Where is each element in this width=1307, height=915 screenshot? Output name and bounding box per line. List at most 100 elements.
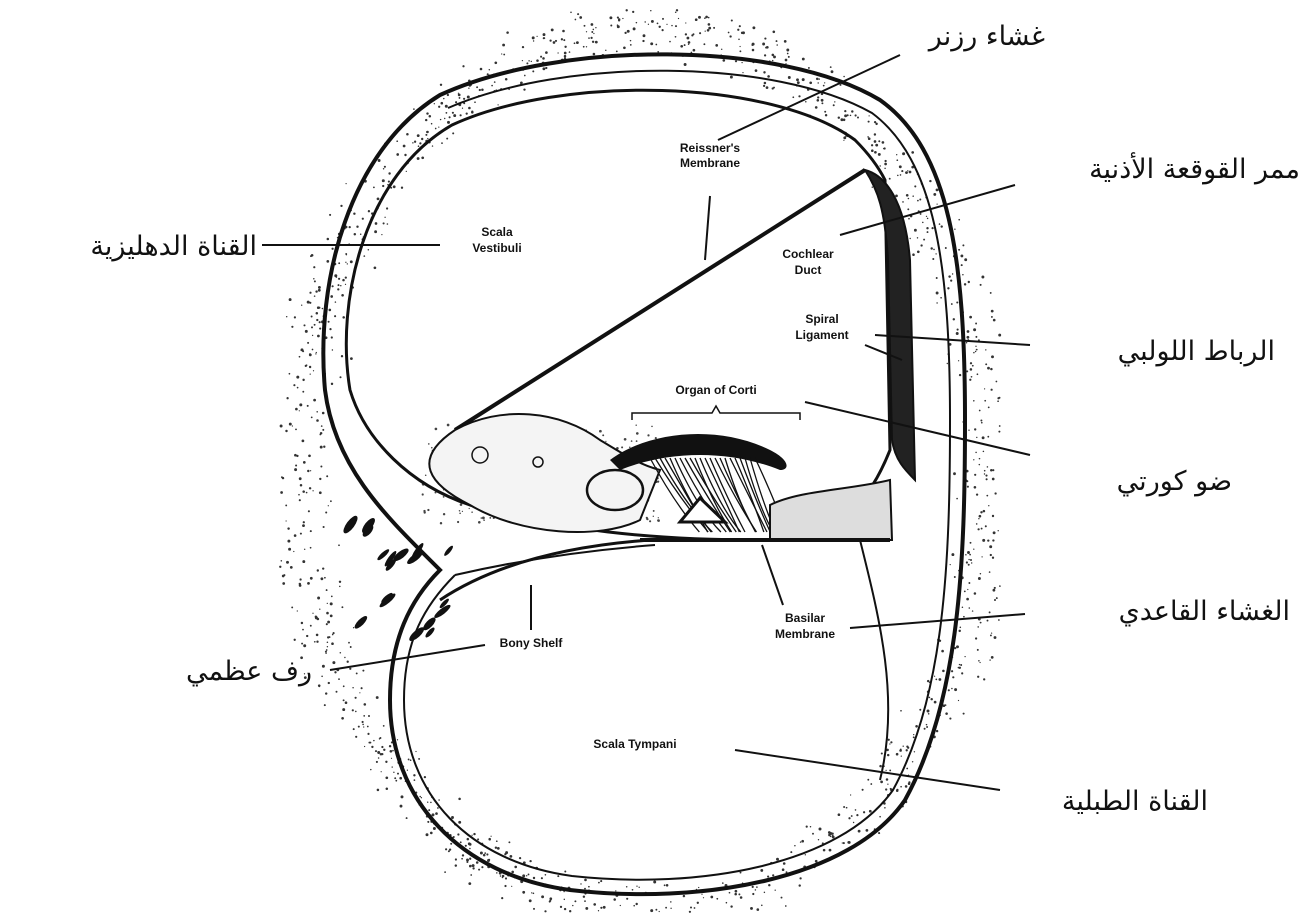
stipple-dot <box>504 885 506 887</box>
stipple-dot <box>772 60 773 61</box>
stipple-dot <box>308 454 311 457</box>
stipple-dot <box>445 848 447 850</box>
stipple-dot <box>819 828 822 831</box>
stipple-dot <box>676 9 678 11</box>
stipple-dot <box>462 511 463 512</box>
stipple-dot <box>540 56 542 58</box>
stipple-dot <box>526 62 528 64</box>
stipple-dot <box>340 205 342 207</box>
stipple-dot <box>392 766 393 767</box>
stipple-dot <box>595 27 596 28</box>
stipple-dot <box>621 446 623 448</box>
bony-shelf-lower <box>455 545 655 575</box>
label-scala-tympani: Scala Tympani <box>593 737 676 751</box>
stipple-dot <box>632 889 634 891</box>
stipple-dot <box>657 23 659 25</box>
stipple-dot <box>390 750 393 753</box>
stipple-dot <box>867 136 869 138</box>
stipple-dot <box>584 900 586 902</box>
stipple-dot <box>887 784 888 785</box>
stipple-dot <box>399 777 402 780</box>
stipple-dot <box>915 725 918 728</box>
stipple-dot <box>863 811 865 813</box>
nerve-fiber <box>443 545 454 557</box>
stipple-dot <box>453 114 456 117</box>
stipple-dot <box>593 33 594 34</box>
stipple-dot <box>314 280 316 282</box>
stipple-dot <box>985 475 987 477</box>
stipple-dot <box>968 429 969 430</box>
stipple-dot <box>316 312 319 315</box>
stipple-dot <box>545 874 547 876</box>
pointer-reissners <box>705 196 710 260</box>
stipple-dot <box>334 671 336 673</box>
stipple-dot <box>821 99 824 102</box>
stipple-dot <box>598 882 600 884</box>
stipple-dot <box>602 434 604 436</box>
stipple-dot <box>494 61 497 64</box>
stipple-dot <box>309 292 311 294</box>
stipple-dot <box>919 199 921 201</box>
stipple-dot <box>541 877 543 879</box>
stipple-dot <box>316 634 319 637</box>
stipple-dot <box>430 832 433 835</box>
stipple-dot <box>362 670 364 672</box>
stipple-dot <box>816 78 818 80</box>
stipple-dot <box>741 62 742 63</box>
stipple-dot <box>574 42 576 44</box>
stipple-dot <box>347 661 349 663</box>
stipple-dot <box>293 384 295 386</box>
stipple-dot <box>299 356 301 358</box>
stipple-dot <box>317 597 320 600</box>
stipple-dot <box>926 227 928 229</box>
stipple-dot <box>896 790 899 793</box>
stipple-dot <box>345 701 348 704</box>
stipple-dot <box>496 840 498 842</box>
stipple-dot <box>650 10 651 11</box>
stipple-dot <box>344 657 345 658</box>
stipple-dot <box>328 505 329 506</box>
stipple-dot <box>675 12 677 14</box>
label-reissners-membrane-line1: Reissner's <box>680 141 741 155</box>
stipple-dot <box>282 575 285 578</box>
stipple-dot <box>531 61 532 62</box>
stipple-dot <box>329 309 332 312</box>
stipple-dot <box>701 894 702 895</box>
stipple-dot <box>303 521 305 523</box>
stipple-dot <box>386 788 389 791</box>
stipple-dot <box>728 32 730 34</box>
stipple-dot <box>975 336 977 338</box>
stipple-dot <box>320 577 323 580</box>
stipple-dot <box>994 492 996 494</box>
stipple-dot <box>752 886 754 888</box>
stipple-dot <box>316 641 318 643</box>
stipple-dot <box>966 480 968 482</box>
stipple-dot <box>945 704 947 706</box>
stipple-dot <box>375 750 377 752</box>
stipple-dot <box>966 336 969 339</box>
stipple-dot <box>670 901 672 903</box>
stipple-dot <box>295 428 297 430</box>
stipple-dot <box>977 373 979 375</box>
stipple-dot <box>850 794 851 795</box>
stipple-dot <box>457 521 459 523</box>
stipple-dot <box>388 172 390 174</box>
stipple-dot <box>752 43 755 46</box>
stipple-dot <box>764 54 766 56</box>
stipple-dot <box>823 85 825 87</box>
stipple-dot <box>958 630 960 632</box>
stipple-dot <box>650 42 653 45</box>
stipple-dot <box>330 500 332 502</box>
lateral-wall-edge <box>860 540 888 780</box>
stipple-dot <box>408 758 410 760</box>
stipple-dot <box>851 815 853 817</box>
stipple-dot <box>488 838 491 841</box>
stipple-dot <box>386 207 388 209</box>
stipple-dot <box>317 306 320 309</box>
stipple-dot <box>962 244 964 246</box>
stipple-dot <box>305 365 307 367</box>
stipple-dot <box>999 397 1001 399</box>
stipple-dot <box>941 650 944 653</box>
stipple-dot <box>713 27 715 29</box>
stipple-dot <box>609 16 612 19</box>
